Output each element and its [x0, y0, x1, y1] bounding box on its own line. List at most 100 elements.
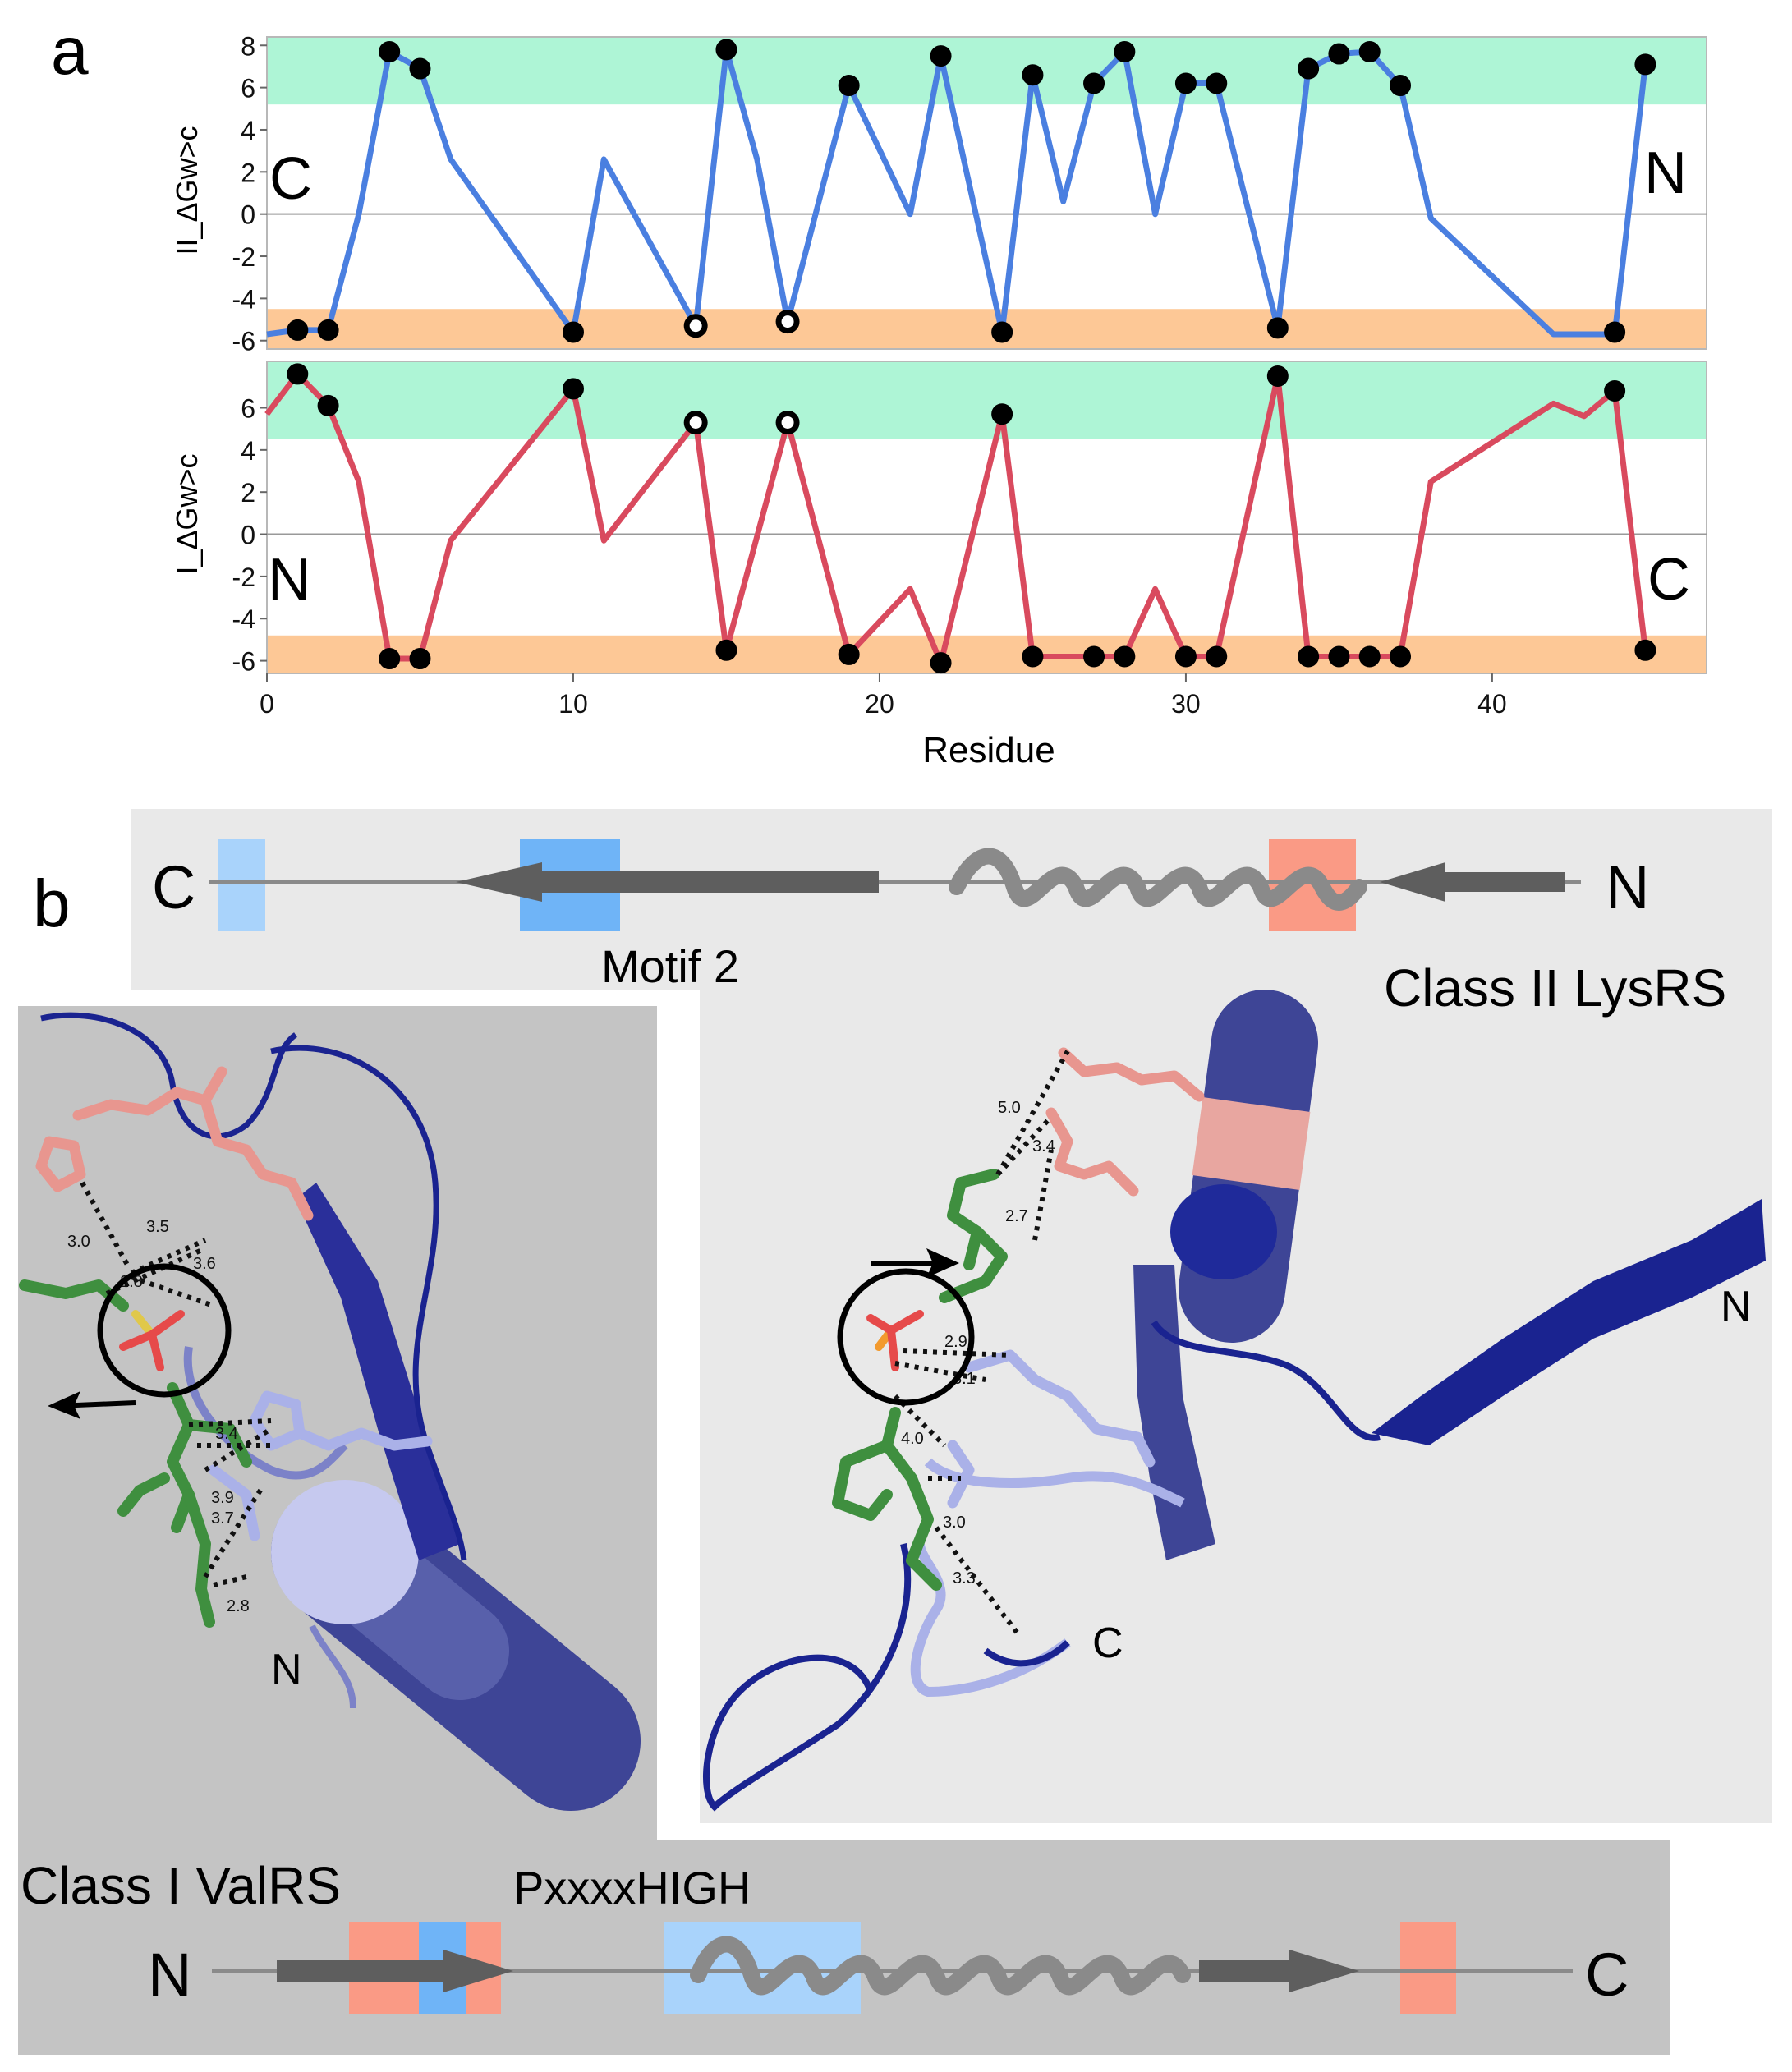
right-pink-residues: [1045, 1047, 1205, 1197]
plot1-bands: [267, 37, 1707, 349]
left-distance-3: 3.6: [193, 1255, 216, 1273]
right-distance-6: 4.0: [901, 1430, 924, 1448]
p1-frame: [266, 36, 1707, 350]
top-helix: [949, 848, 1367, 911]
p1-marker: [1266, 317, 1289, 339]
right-distance-1: 5.0: [998, 1099, 1021, 1117]
bottom-helix: [690, 1936, 1191, 1996]
left-hbonds: [80, 1181, 273, 1587]
p2-marker: [317, 394, 339, 416]
p2-marker: [1022, 645, 1044, 668]
right-phosphate: [866, 1310, 924, 1371]
plot2-markers: [287, 363, 1656, 674]
p2-marker: [1390, 645, 1412, 668]
plot2-x-ticks: 0 10 20 30 40: [260, 673, 1507, 719]
bottom-strand-arrow-1: [277, 1950, 513, 1992]
left-arrow: [48, 1391, 136, 1419]
top-strand-arrow-right-segment: [1380, 862, 1565, 902]
right-distance-3: 2.7: [1005, 1207, 1028, 1225]
plot2-terminal-left: N: [268, 547, 310, 613]
bottom-highlight-salmon-3: [1400, 1922, 1456, 2014]
left-structure: 3.0 3.5 3.6 2.8 3.4 3.9 3.7 2.8 N: [19, 1012, 641, 1811]
p2-ytick-label: -6: [232, 647, 255, 677]
p1-band-1: [267, 309, 1707, 349]
plot1-markers: [287, 39, 1656, 343]
p1-marker: [1174, 72, 1197, 94]
right-distance-8: 3.3: [953, 1569, 976, 1587]
plot2-ylabel: I_ΔGw>c: [170, 453, 204, 574]
left-helix-cylinder: [271, 1480, 641, 1811]
p1-marker: [1390, 75, 1412, 97]
left-distance-1: 3.0: [67, 1233, 90, 1251]
p1-ytick-label: 6: [241, 74, 255, 103]
plot1-terminal-right: N: [1644, 140, 1687, 206]
right-structure: 5.0 3.4 2.7 2.9 3.1 4.0 3.0 3.3 N C: [703, 990, 1766, 1812]
p1-marker: [1206, 72, 1228, 94]
plot1-ylabel: II_ΔGw>c: [170, 126, 204, 255]
p2-ytick-label: -2: [232, 563, 255, 592]
p1-marker: [1022, 64, 1044, 86]
plot2-axes: [266, 361, 1707, 674]
right-backbone-coil-3: [703, 1543, 912, 1812]
p1-marker: [1083, 72, 1105, 94]
left-beta-strand: [296, 1183, 460, 1560]
panel-label-a: a: [51, 14, 89, 89]
left-terminal-n: N: [271, 1646, 302, 1693]
p2-ytick-label: 2: [241, 478, 255, 508]
p2-xtick-label: 20: [865, 689, 894, 719]
right-distance-7: 3.0: [943, 1514, 966, 1532]
right-phosphate-circle: [837, 1268, 975, 1406]
p2-xtick-label: 10: [558, 689, 588, 719]
p2-marker: [1174, 645, 1197, 668]
p2-ytick-label: 6: [241, 393, 255, 423]
top-highlight-light-blue: [218, 839, 265, 931]
p1-ytick-label: 4: [241, 116, 255, 145]
p2-marker: [287, 363, 309, 385]
p1-marker: [1328, 43, 1350, 65]
p1-band-0: [267, 37, 1707, 105]
p2-marker: [930, 652, 952, 674]
top-strip-bg: [131, 809, 1772, 990]
top-strand-arrow-left: [456, 862, 879, 902]
p1-marker: [287, 319, 309, 341]
p2-frame: [266, 361, 1707, 674]
p2-xtick-label: 40: [1477, 689, 1507, 719]
left-distance-5: 3.4: [215, 1425, 238, 1443]
top-terminal-n: N: [1606, 853, 1649, 921]
p2-marker: [991, 403, 1013, 425]
p1-marker: [683, 314, 708, 338]
p2-marker: [1206, 645, 1228, 668]
p1-marker: [562, 321, 584, 343]
p1-ytick-label: 2: [241, 158, 255, 187]
p1-marker: [775, 310, 800, 334]
left-distance-6: 3.9: [211, 1489, 234, 1507]
p1-ytick-label: -2: [232, 242, 255, 272]
left-distance-2: 3.5: [146, 1218, 169, 1236]
right-lavender-residues: [947, 1349, 1156, 1509]
bottom-strand-arrow-2: [1199, 1950, 1359, 1992]
p2-marker: [838, 643, 860, 665]
p2-xtick-label: 30: [1171, 689, 1201, 719]
left-backbone-coil-1: [40, 1012, 298, 1140]
p2-marker: [379, 648, 401, 670]
plot2-terminal-right: C: [1647, 547, 1690, 613]
bottom-motif-label: PxxxxHIGH: [513, 1862, 751, 1913]
p2-ytick-label: 4: [241, 436, 255, 466]
p2-marker: [1266, 365, 1289, 387]
p1-ytick-label: 8: [241, 31, 255, 61]
p2-marker: [1083, 645, 1105, 668]
p2-marker: [562, 378, 584, 400]
p2-xtick-label: 0: [260, 689, 274, 719]
p1-marker: [1114, 40, 1136, 62]
p1-marker: [1604, 321, 1626, 343]
p1-ytick-label: 0: [241, 200, 255, 230]
p1-marker: [930, 45, 952, 67]
p1-marker: [1634, 53, 1656, 76]
left-phosphate-circle: [97, 1263, 232, 1398]
left-backbone-coil-2: [270, 1045, 467, 1561]
right-distance-2: 3.4: [1032, 1137, 1055, 1155]
top-class-label: Class II LysRS: [1384, 958, 1726, 1018]
